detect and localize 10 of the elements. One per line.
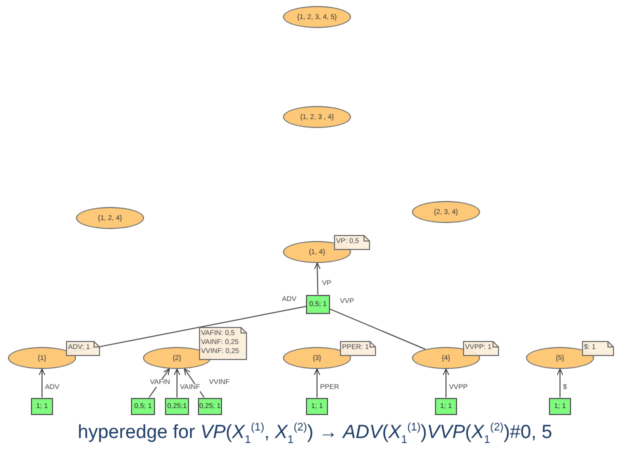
connector [442, 368, 450, 398]
connector [314, 368, 320, 398]
connector [314, 262, 321, 295]
connector [174, 368, 180, 398]
connector [184, 368, 205, 398]
connector [556, 368, 564, 398]
caption: hyperedge for VP(X$_{1}$$^{(1)}$, X$_{1}$$^{(2)}$) → ADV(X$_{1}$$^{(1)}$)VVP(X$_{1}$$^{(2)}$)#0, 5 [76, 422, 554, 446]
connector [38, 368, 46, 398]
connector [148, 368, 170, 398]
connector [330, 308, 426, 350]
